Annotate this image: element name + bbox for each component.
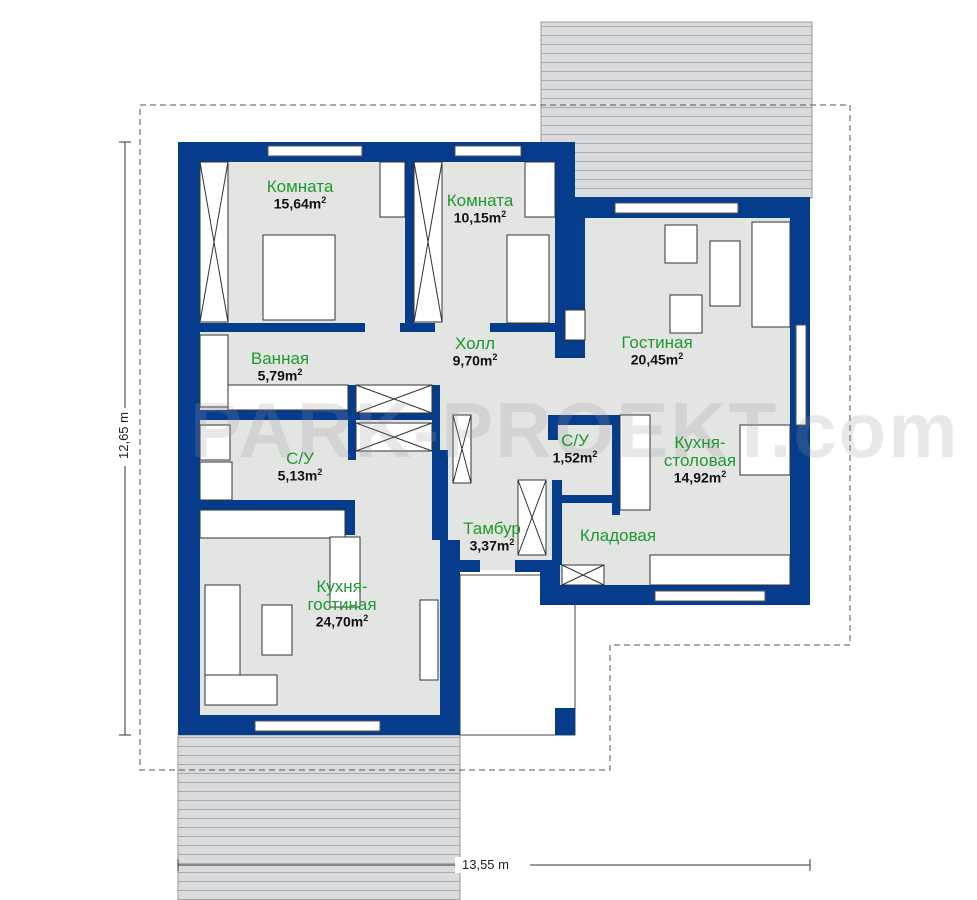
terrace-bottom <box>177 734 461 900</box>
room-kladovaya: Кладовая <box>579 526 657 545</box>
furniture <box>199 161 791 706</box>
terrace-top <box>540 21 813 199</box>
windows <box>254 145 807 732</box>
watermark: PARK-PROEKT.com <box>190 386 960 474</box>
width-dimension: 13,55 m <box>462 857 509 872</box>
roof-outline <box>139 104 851 771</box>
height-dimension: 12,65 m <box>115 412 131 459</box>
